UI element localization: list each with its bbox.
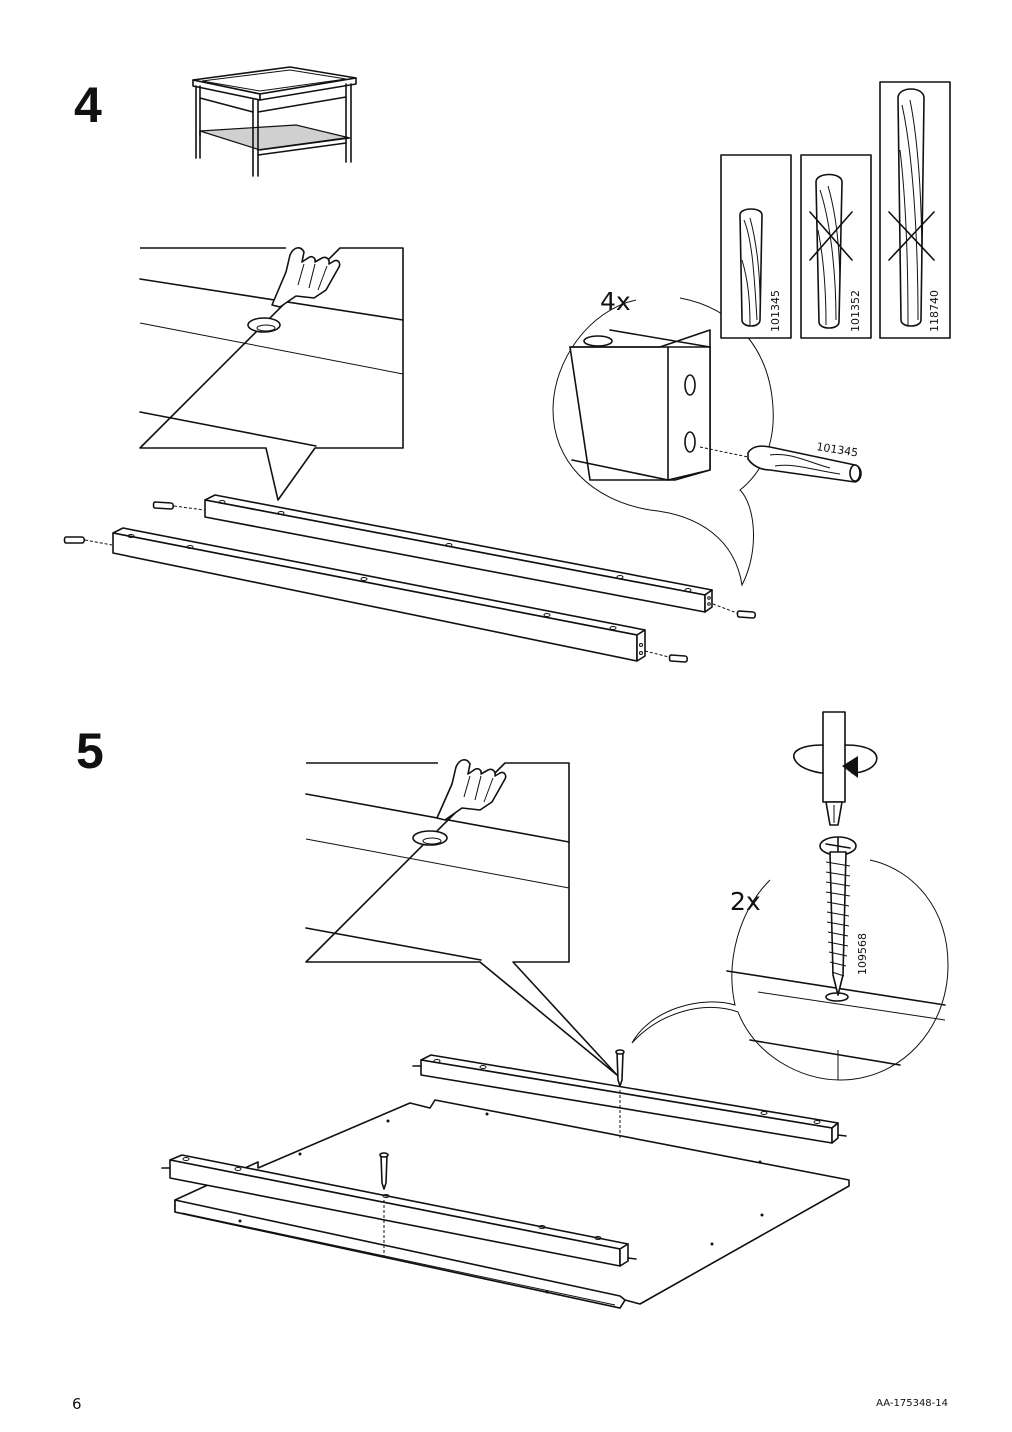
dowel-option-101352 bbox=[800, 154, 872, 339]
rotation-arrow-icon bbox=[793, 744, 878, 778]
rail-front bbox=[112, 527, 646, 662]
hole-detail-callout-5 bbox=[305, 762, 618, 1076]
dowel-code-2: 101352 bbox=[849, 290, 862, 332]
screw-code: 109568 bbox=[856, 933, 869, 975]
wooden-dowel-icon bbox=[63, 501, 757, 663]
table-top-panel bbox=[174, 1099, 850, 1309]
rail-back-5 bbox=[412, 1054, 847, 1144]
dowel-callout-code: 101345 bbox=[816, 440, 860, 459]
hole-detail-callout bbox=[139, 247, 404, 501]
page-number: 6 bbox=[72, 1395, 82, 1413]
screw-zoom-circle bbox=[631, 859, 949, 1081]
step-4-number: 4 bbox=[74, 77, 102, 133]
screwdriver-icon bbox=[822, 711, 846, 826]
step-5-number: 5 bbox=[76, 723, 104, 779]
pointing-hand-icon bbox=[436, 759, 507, 821]
pointing-hand-icon bbox=[271, 247, 341, 308]
rail-front-5 bbox=[161, 1154, 637, 1267]
dowel-option-101345 bbox=[720, 154, 792, 339]
dowel-code-1: 101345 bbox=[769, 290, 782, 332]
document-code: AA-175348-14 bbox=[876, 1398, 948, 1409]
rail-back bbox=[204, 494, 713, 613]
dowel-code-3: 118740 bbox=[928, 290, 941, 332]
cross-mark-icon bbox=[809, 211, 853, 261]
dowel-option-118740 bbox=[879, 81, 951, 339]
cross-mark-icon bbox=[888, 211, 935, 261]
coffee-table-icon bbox=[192, 66, 357, 177]
step-5-count: 2x bbox=[730, 887, 761, 916]
screw-icon bbox=[379, 1049, 625, 1258]
screw-icon bbox=[819, 836, 857, 996]
step-4-count: 4x bbox=[600, 287, 631, 316]
dowel-zoom-circle bbox=[552, 297, 862, 587]
